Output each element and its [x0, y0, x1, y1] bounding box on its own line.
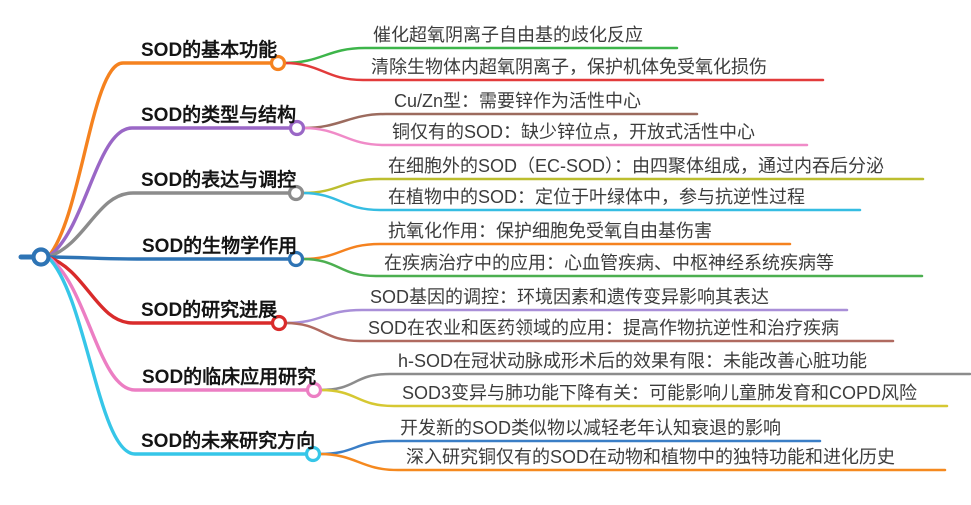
- child-label-5-1[interactable]: SOD3变异与肺功能下降有关：可能影响儿童肺发育和COPD风险: [402, 383, 918, 403]
- child-line-0-1: [282, 61, 825, 82]
- branch-node-4[interactable]: [270, 314, 288, 332]
- child-line-0-0: [282, 46, 679, 65]
- child-label-3-0[interactable]: 抗氧化作用：保护细胞免受氧自由基伤害: [388, 221, 712, 241]
- child-label-4-1[interactable]: SOD在农业和医药领域的应用：提高作物抗逆性和治疗疾病: [368, 318, 840, 338]
- branch-node-6[interactable]: [304, 445, 322, 463]
- branch-node-2[interactable]: [287, 184, 305, 202]
- branch-label-6[interactable]: SOD的未来研究方向: [141, 431, 316, 452]
- child-label-4-0[interactable]: SOD基因的调控：环境因素和遗传变异影响其表达: [370, 287, 770, 307]
- branch-line-5: [46, 255, 310, 392]
- branch-line-4: [46, 255, 275, 325]
- branch-node-3[interactable]: [287, 250, 305, 268]
- branch-label-2[interactable]: SOD的表达与调控: [141, 170, 297, 191]
- branch-line-3: [46, 255, 292, 261]
- branch-line-1: [46, 126, 293, 259]
- child-line-3-1: [300, 257, 924, 278]
- branch-line-2: [46, 191, 292, 259]
- child-line-4-1: [283, 321, 895, 343]
- child-label-6-0[interactable]: 开发新的SOD类似物以减轻老年认知衰退的影响: [400, 418, 782, 438]
- branch-label-3[interactable]: SOD的生物学作用: [142, 236, 298, 257]
- child-label-2-0[interactable]: 在细胞外的SOD（EC-SOD）：由四聚体组成，通过内吞后分泌: [388, 156, 885, 176]
- child-line-5-1: [318, 388, 949, 408]
- child-line-3-0: [300, 242, 792, 261]
- branch-line-6: [46, 255, 309, 456]
- child-label-1-0[interactable]: Cu/Zn型：需要锌作为活性中心: [394, 91, 642, 111]
- branch-label-0[interactable]: SOD的基本功能: [141, 40, 278, 61]
- child-label-2-1[interactable]: 在植物中的SOD：定位于叶绿体中，参与抗逆性过程: [388, 187, 806, 207]
- central-node[interactable]: [31, 247, 51, 267]
- branch-node-5[interactable]: [305, 381, 323, 399]
- child-line-2-1: [300, 191, 862, 212]
- branch-label-4[interactable]: SOD的研究进展: [141, 300, 278, 321]
- branch-node-1[interactable]: [288, 119, 306, 137]
- child-label-0-0[interactable]: 催化超氧阴离子自由基的歧化反应: [373, 25, 643, 45]
- child-label-1-1[interactable]: 铜仅有的SOD：缺少锌位点，开放式活性中心: [392, 122, 756, 142]
- child-label-3-1[interactable]: 在疾病治疗中的应用：心血管疾病、中枢神经系统疾病等: [384, 253, 834, 273]
- child-line-1-1: [301, 126, 809, 147]
- branch-label-1[interactable]: SOD的类型与结构: [141, 105, 297, 126]
- branch-node-0[interactable]: [269, 54, 287, 72]
- child-label-0-1[interactable]: 清除生物体内超氧阴离子，保护机体免受氧化损伤: [371, 57, 767, 77]
- branch-line-0: [46, 61, 274, 259]
- child-label-6-1[interactable]: 深入研究铜仅有的SOD在动物和植物中的独特功能和进化历史: [406, 447, 896, 467]
- child-line-6-1: [317, 452, 947, 472]
- child-label-5-0[interactable]: h-SOD在冠状动脉成形术后的效果有限：未能改善心脏功能: [398, 351, 868, 371]
- branch-label-5[interactable]: SOD的临床应用研究: [142, 367, 317, 388]
